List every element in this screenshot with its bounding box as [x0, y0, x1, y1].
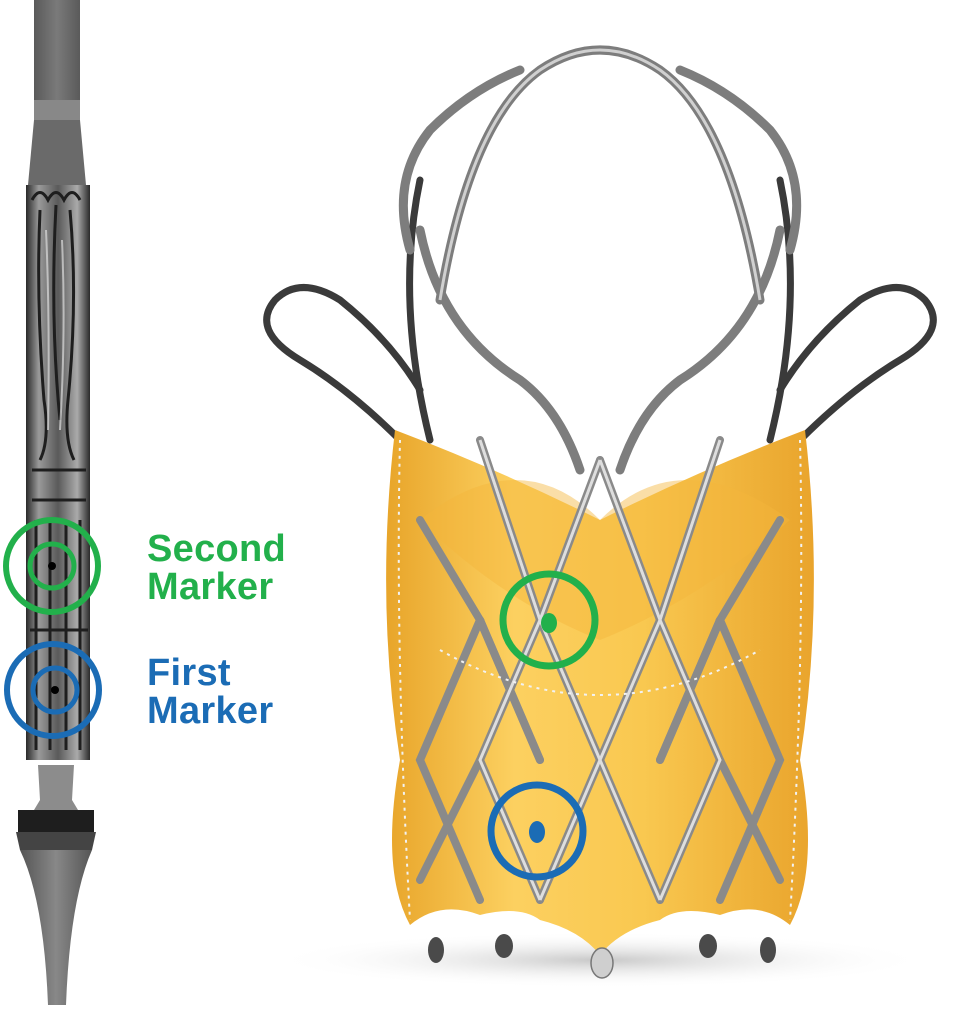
second-marker-label-line2: Marker	[147, 566, 274, 608]
xray-crimped-valve	[0, 0, 110, 1011]
first-marker-ring	[487, 781, 587, 881]
second-marker-label-line1: Second	[147, 528, 287, 570]
first-marker-label-line2: Marker	[147, 690, 274, 732]
second-marker-outer-ring	[3, 517, 101, 615]
first-marker-label-line1: First	[147, 652, 231, 694]
first-marker-inner-ring	[30, 665, 80, 715]
first-marker-label: First Marker	[147, 654, 273, 730]
second-marker-ring	[499, 570, 599, 670]
second-marker-inner-ring	[27, 541, 77, 591]
valve-illustration	[263, 45, 937, 988]
second-marker-label: Second Marker	[147, 530, 286, 606]
first-marker-outer-ring	[4, 641, 102, 739]
xray-image	[3, 0, 102, 1005]
valve-render	[230, 20, 974, 1011]
second-marker-dot	[541, 613, 557, 633]
first-marker-dot	[529, 821, 545, 843]
